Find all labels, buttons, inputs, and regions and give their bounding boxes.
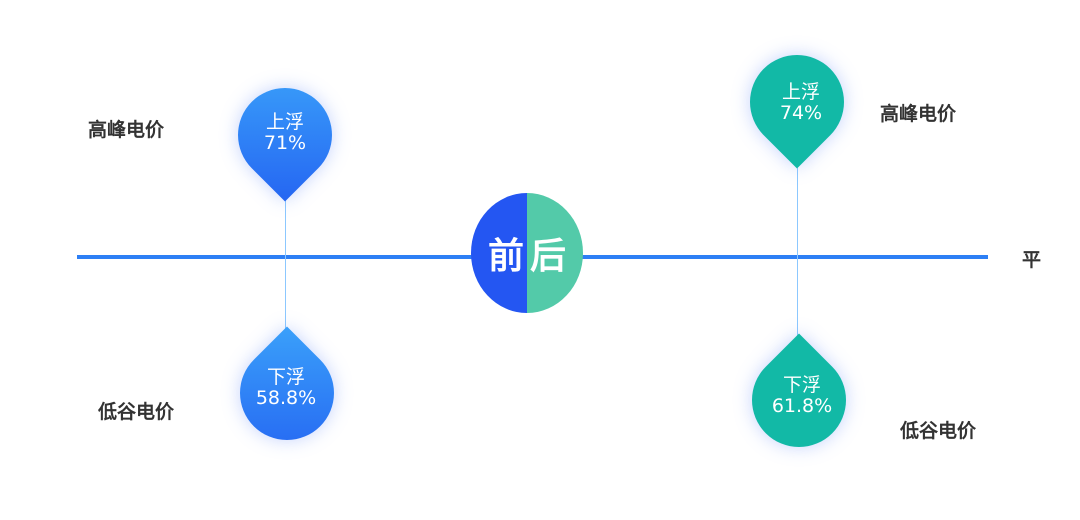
after-peak-value: 74% [779,102,823,124]
before-peak-value: 71% [263,132,307,154]
before-valley-label: 低谷电价 [98,401,175,423]
after-valley-value: 61.8% [771,395,833,417]
before-peak-text: 上浮 71% [235,112,335,154]
after-valley-text: 下浮 61.8% [752,375,852,417]
after-valley-label: 低谷电价 [900,420,977,442]
before-valley-text: 下浮 58.8% [236,367,336,409]
after-peak-text: 上浮 74% [751,82,851,124]
before-half: 前 [471,193,527,313]
before-peak-direction: 上浮 [265,111,304,133]
after-connector [797,168,798,338]
after-peak-direction: 上浮 [781,81,820,103]
after-valley-direction: 下浮 [782,374,821,396]
before-valley-direction: 下浮 [266,366,305,388]
before-peak-label: 高峰电价 [88,119,165,141]
before-valley-value: 58.8% [255,387,317,409]
after-peak-label: 高峰电价 [880,103,957,125]
axis-label-flat: 平 [1022,249,1042,271]
before-connector [285,200,286,330]
before-after-badge: 前 后 [471,193,583,313]
after-half: 后 [527,193,583,313]
